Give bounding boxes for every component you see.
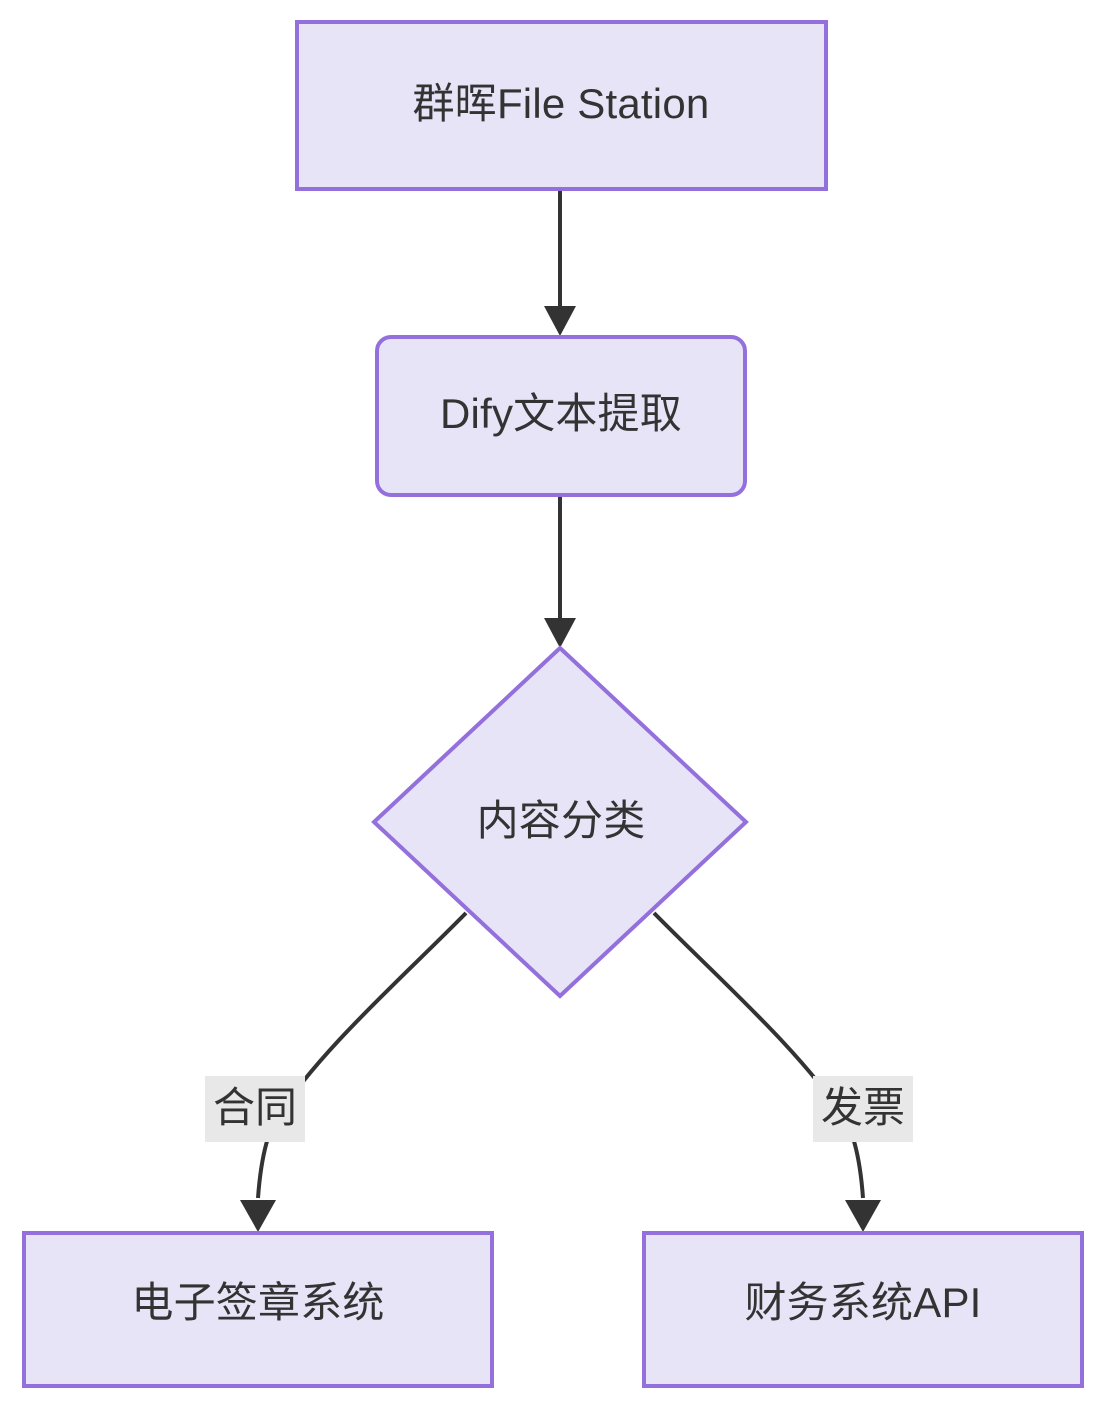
node-shape-rounded-rectangle[interactable] [375,335,747,497]
node-classify[interactable]: 内容分类 [371,645,749,999]
node-label-esign: 电子签章系统 [131,1279,384,1326]
edge-line [652,911,865,1199]
edge-label-text: 发票 [821,1084,905,1131]
node-label-source: 群晖File Station [413,80,710,127]
node-shape-rectangle[interactable] [642,1231,1084,1388]
node-label-classify: 内容分类 [477,797,646,844]
edge-label-background [813,1076,913,1142]
node-shape-diamond[interactable] [371,645,749,999]
edge-source-to-extract [544,189,576,336]
edge-label-background [205,1076,305,1142]
arrowhead-icon [544,306,576,336]
node-shape-rectangle[interactable] [22,1231,494,1388]
node-source[interactable]: 群晖File Station [295,20,828,191]
arrowhead-icon [845,1200,881,1232]
node-group: 群晖File Station Dify文本提取 内容分类 电子签章系统 财务系统… [22,20,1084,1388]
node-shape-rectangle[interactable] [295,20,828,191]
node-label-finance: 财务系统API [744,1279,981,1326]
edge-classify-to-finance [652,911,881,1232]
edge-line [256,911,468,1199]
edge-label-group: 合同 发票 [205,1076,913,1142]
node-esign[interactable]: 电子签章系统 [22,1231,494,1388]
edge-label-invoice: 发票 [813,1076,913,1142]
node-finance[interactable]: 财务系统API [642,1231,1084,1388]
edge-classify-to-esign [240,911,468,1232]
edge-label-contract: 合同 [205,1076,305,1142]
node-label-extract: Dify文本提取 [440,390,682,437]
arrowhead-icon [240,1200,276,1232]
arrowhead-icon [544,618,576,648]
edge-extract-to-classify [544,496,576,648]
node-extract[interactable]: Dify文本提取 [375,335,747,497]
edge-label-text: 合同 [213,1084,297,1131]
